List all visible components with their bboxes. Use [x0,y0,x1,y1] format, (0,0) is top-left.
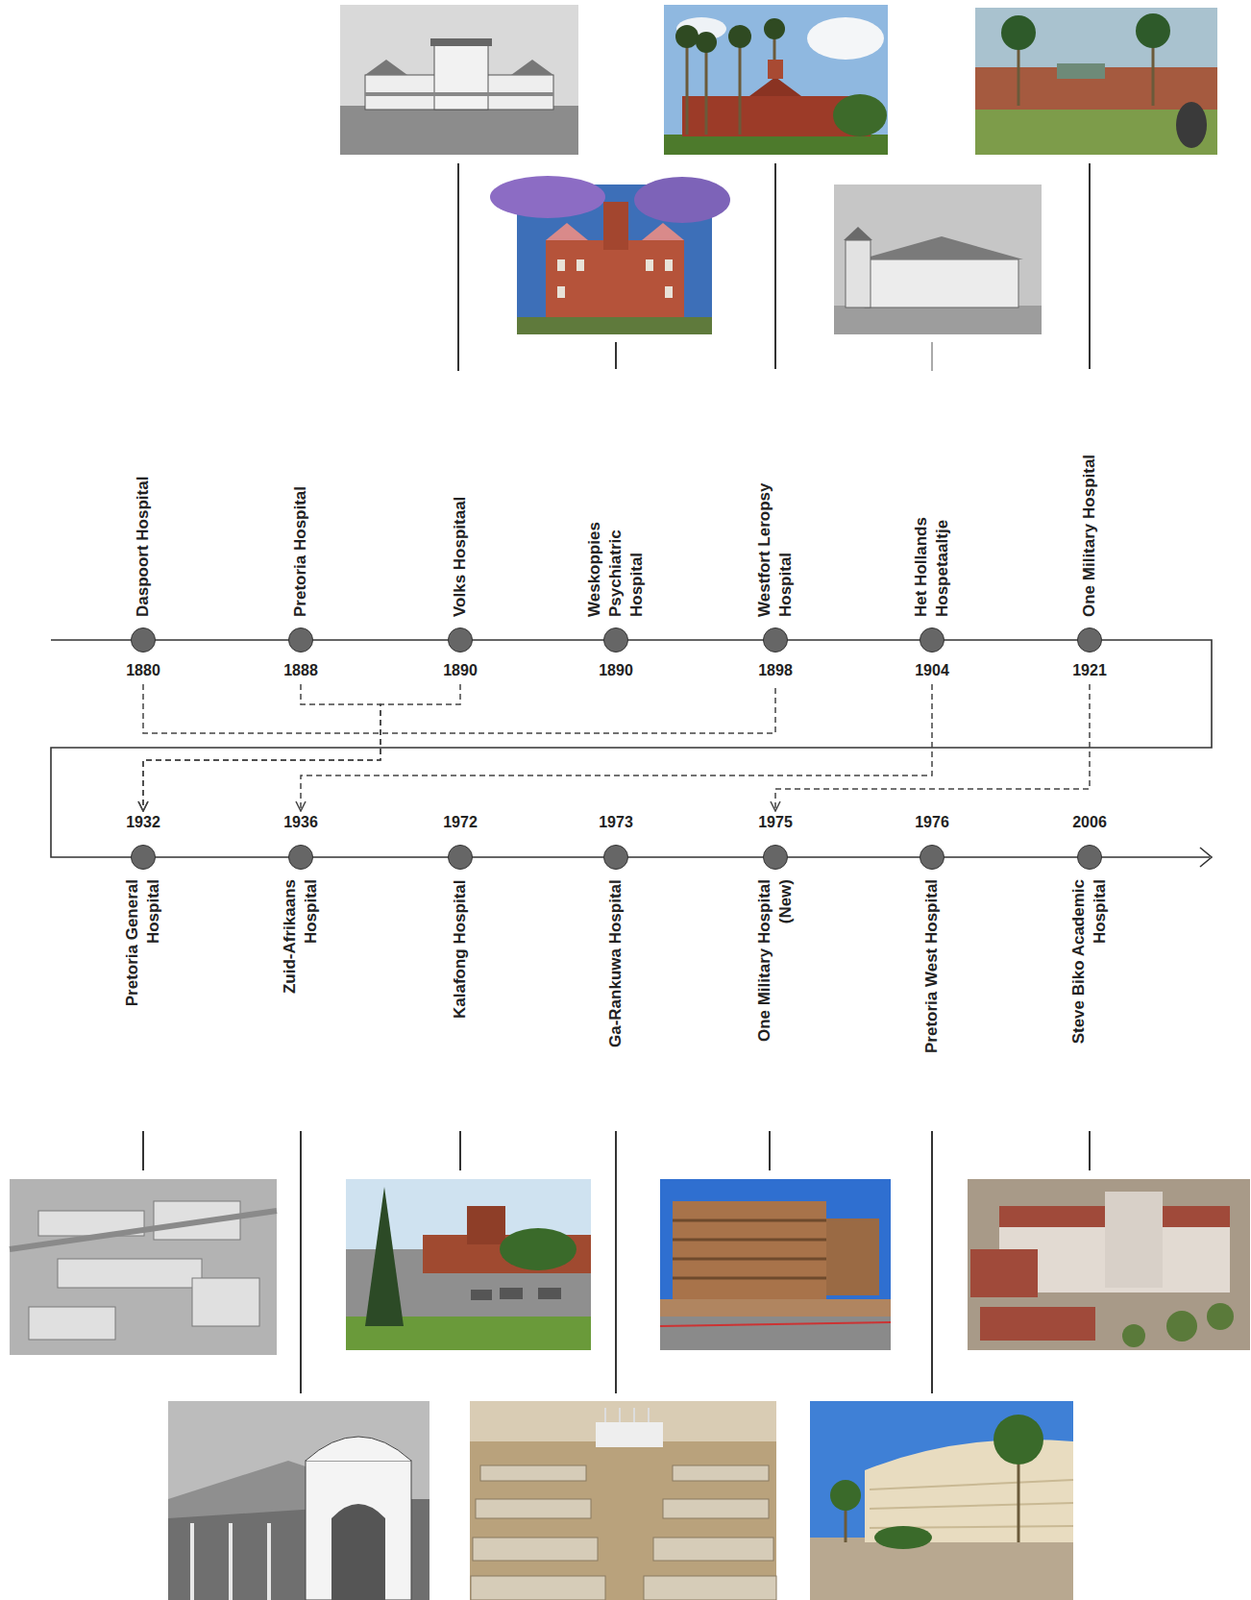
timeline-dot [130,844,156,870]
year-label: 1975 [736,812,814,833]
timeline-entry: Ga-Rankuwa Hospital 1973 [577,810,655,1052]
year-label: 1921 [1051,661,1129,681]
timeline-dot [762,627,788,653]
timeline-entry: Kalafong Hospital 1972 [421,810,499,1023]
photo [168,1400,430,1600]
year-label: 1932 [104,812,182,833]
timeline-entry: Pretoria Hospital 1888 [262,482,340,685]
hospital-name: Pretoria Hospital [290,486,312,617]
hospital-name: Volks Hospitaal [449,496,471,617]
year-label: 1976 [893,812,971,833]
year-label: 1898 [736,661,814,681]
photo [967,1178,1251,1350]
timeline-arrow [1200,847,1212,867]
timeline-dot [603,627,629,653]
photo [490,175,731,335]
timeline-entry: One Military Hospital 1921 [1051,450,1129,685]
timeline-dot [447,844,473,870]
timeline-dot [919,627,945,653]
year-label: 1888 [262,661,340,681]
photo [663,4,888,155]
dashed-connector [143,684,461,811]
photo [975,7,1218,155]
hospital-name: One Military Hospital (New) [754,879,797,1067]
timeline-dot [1077,844,1103,870]
photo [660,1178,891,1350]
photo [809,1400,1074,1600]
year-label: 1890 [577,661,655,681]
year-label: 1904 [893,661,971,681]
year-label: 1973 [577,812,655,833]
timeline-entry: Pretoria West Hospital 1976 [893,810,971,1057]
hospital-name: Daspoort Hospital [132,476,154,617]
dashed-connector [775,684,1090,811]
timeline-dot [288,844,314,870]
timeline-line [50,639,1212,858]
photo [834,184,1042,335]
timeline-entry: Volks Hospitaal 1890 [421,492,499,685]
photo [340,4,579,155]
timeline-dot [130,627,156,653]
dashed-connector [143,684,381,811]
hospital-name: Het Hollands Hospetaaltje [910,482,954,617]
timeline-dot [919,844,945,870]
timeline-dot [288,627,314,653]
timeline-entry: Het Hollands Hospetaaltje 1904 [893,478,971,685]
hospital-name: Weskoppies Psychiatric Hospital [584,491,648,617]
hospital-name: Westfort Leropsy Hospital [754,453,797,617]
year-label: 2006 [1051,812,1129,833]
hospital-name: Steve Biko Academic Hospital [1068,879,1111,1072]
hospital-name: Pretoria West Hospital [921,879,943,1054]
dashed-connector [143,684,776,734]
hospital-name: One Military Hospital [1079,454,1101,617]
year-label: 1880 [104,661,182,681]
timeline-dot [1077,627,1103,653]
timeline-entry: Daspoort Hospital 1880 [104,472,182,685]
hospital-name: Ga-Rankuwa Hospital [605,879,627,1048]
timeline-entry: One Military Hospital (New) 1975 [736,810,814,1071]
timeline-entry: Steve Biko Academic Hospital 2006 [1051,810,1129,1076]
photo [469,1400,777,1600]
dashed-connector [300,684,933,811]
year-label: 1936 [262,812,340,833]
hospital-name: Zuid-Afrikaans Hospital [279,879,322,1024]
timeline-entry: Westfort Leropsy Hospital 1898 [736,449,814,685]
timeline-entry: Zuid-Afrikaans Hospital 1936 [262,810,340,1028]
year-label: 1972 [421,812,499,833]
timeline-dot [762,844,788,870]
hospital-name: Kalafong Hospital [449,879,471,1019]
year-label: 1890 [421,661,499,681]
timeline-dot [447,627,473,653]
timeline-entry: Weskoppies Psychiatric Hospital 1890 [577,488,655,685]
photo [345,1178,591,1350]
hospital-name: Pretoria General Hospital [122,879,165,1043]
leader-lines [143,163,1090,1394]
timeline-dot [603,844,629,870]
timeline-entry: Pretoria General Hospital 1932 [104,810,182,1047]
photo [9,1178,277,1355]
